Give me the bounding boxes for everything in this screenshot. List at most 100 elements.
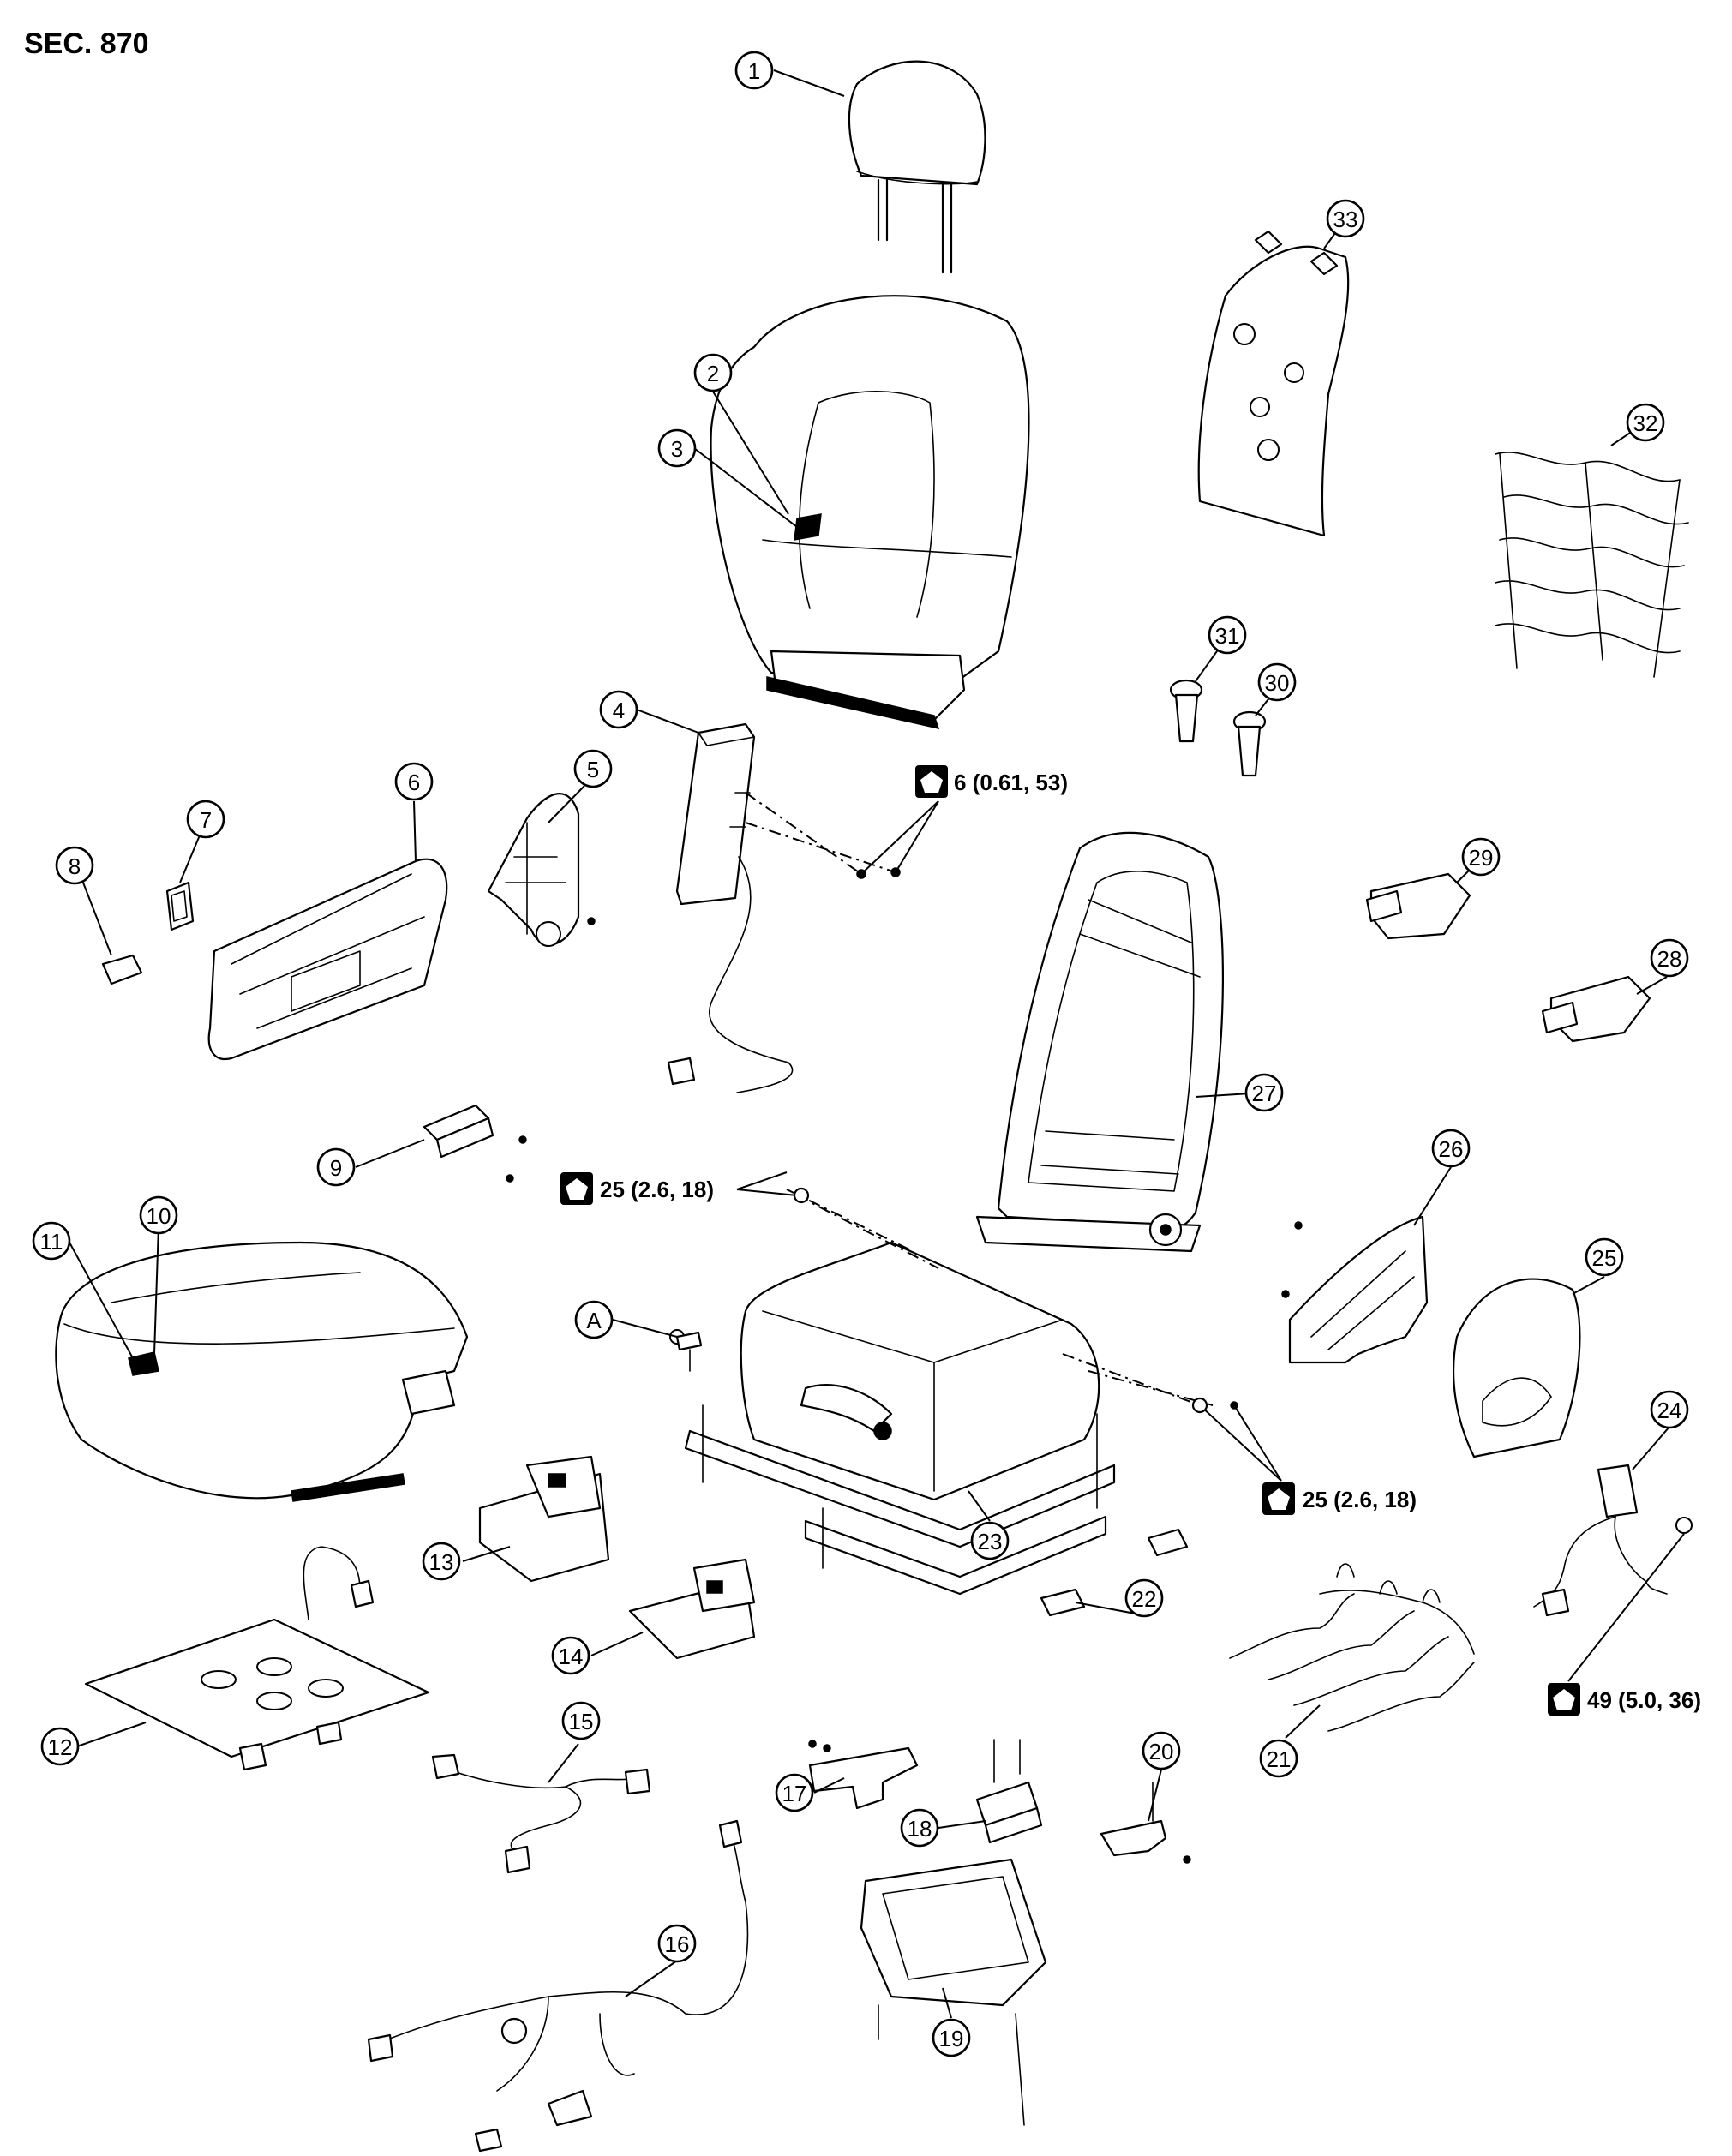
cover-29 xyxy=(1365,872,1471,940)
callout-circle xyxy=(574,1300,614,1339)
seat-cover-lower xyxy=(478,1455,610,1583)
callout-circle xyxy=(1431,1129,1471,1168)
torque-spec-1: 6 (0.61, 53) xyxy=(856,765,1068,879)
callout-circle xyxy=(1650,1390,1689,1429)
section-title: SEC. 870 xyxy=(24,27,149,60)
callout-19: 19 xyxy=(932,2018,971,2057)
callout-circle xyxy=(1257,662,1297,702)
callout-2: 2 xyxy=(693,353,733,392)
callout-label: 27 xyxy=(1252,1081,1277,1106)
callout-circle xyxy=(1208,615,1247,655)
callout-circle xyxy=(932,2018,971,2057)
callout-label: 11 xyxy=(40,1229,63,1255)
torque-wrench-icon xyxy=(566,1178,588,1200)
callout-label: 8 xyxy=(69,853,81,879)
callout-17: 17 xyxy=(775,1773,814,1812)
callout-a: A xyxy=(574,1300,614,1339)
callout-label: 3 xyxy=(671,436,683,462)
callout-22: 22 xyxy=(1124,1578,1164,1618)
callout-circle xyxy=(657,1924,697,1963)
headrest-guide-31 xyxy=(1169,679,1203,743)
seat-side-shield xyxy=(207,858,448,1061)
callout-20: 20 xyxy=(1142,1731,1181,1770)
callout-label: 10 xyxy=(147,1203,171,1229)
callout-circle xyxy=(1326,199,1365,238)
callout-1: 1 xyxy=(734,51,774,90)
callout-14: 14 xyxy=(551,1636,590,1675)
callout-circle xyxy=(1259,1739,1298,1778)
callout-label: 4 xyxy=(613,698,625,723)
bolt-a xyxy=(675,1331,703,1372)
callout-26: 26 xyxy=(1431,1129,1471,1168)
torque-spec-text: 25 (2.6, 18) xyxy=(600,1177,714,1202)
callout-circle xyxy=(139,1195,178,1235)
seatback-pad xyxy=(1197,230,1350,537)
torque-spec-text: 49 (5.0, 36) xyxy=(1587,1687,1701,1713)
bracket-20 xyxy=(1100,1782,1191,1864)
torque-spec-4: 49 (5.0, 36) xyxy=(1548,1533,1701,1716)
callout-circle xyxy=(657,428,697,468)
callout-circle xyxy=(1461,837,1501,877)
seat-cushion-trim xyxy=(55,1241,469,1502)
callout-circle xyxy=(734,51,774,90)
seatback-board xyxy=(1453,1278,1581,1458)
callout-5: 5 xyxy=(573,749,613,788)
callout-31: 31 xyxy=(1208,615,1247,655)
torque-spec-text: 6 (0.61, 53) xyxy=(954,770,1068,795)
callout-label: 30 xyxy=(1265,670,1290,696)
callout-circle xyxy=(1650,938,1689,978)
callout-label: 12 xyxy=(48,1734,73,1760)
callout-9: 9 xyxy=(316,1147,356,1187)
seat-belt-buckle xyxy=(1533,1464,1693,1617)
callout-28: 28 xyxy=(1650,938,1689,978)
torque-wrench-icon xyxy=(920,771,943,793)
callout-15: 15 xyxy=(561,1701,601,1740)
callout-circle xyxy=(561,1701,601,1740)
callout-24: 24 xyxy=(1650,1390,1689,1429)
assembly-dashed-lines xyxy=(745,792,1214,1406)
callout-8: 8 xyxy=(55,846,94,885)
callout-circle xyxy=(693,353,733,392)
seatback-frame xyxy=(975,831,1225,1253)
callout-label: A xyxy=(586,1308,602,1333)
callout-circle xyxy=(316,1147,356,1187)
seat-switch-bracket xyxy=(423,1104,527,1183)
callout-label: 29 xyxy=(1469,845,1494,871)
callout-label: 7 xyxy=(200,807,212,833)
callout-label: 19 xyxy=(939,2026,964,2051)
callout-circle xyxy=(422,1542,461,1581)
torque-spec-text: 25 (2.6, 18) xyxy=(1303,1487,1417,1512)
seat-harness-upper xyxy=(431,1753,651,1874)
callout-leaders xyxy=(68,69,1670,2019)
callout-18: 18 xyxy=(900,1808,939,1848)
callout-30: 30 xyxy=(1257,662,1297,702)
control-unit xyxy=(975,1739,1043,1844)
callout-32: 32 xyxy=(1626,403,1665,442)
seat-knob-small xyxy=(101,954,143,985)
callout-label: 2 xyxy=(707,361,719,386)
callout-12: 12 xyxy=(40,1727,80,1766)
seat-tray xyxy=(860,1858,1047,2126)
callout-circle xyxy=(1626,403,1665,442)
callout-circle xyxy=(970,1521,1010,1560)
callout-circle xyxy=(394,762,434,801)
callout-label: 24 xyxy=(1657,1398,1682,1423)
callout-label: 32 xyxy=(1633,410,1658,436)
callout-11: 11 xyxy=(32,1221,71,1261)
callout-23: 23 xyxy=(970,1521,1010,1560)
callout-circle xyxy=(573,749,613,788)
seat-cover-upper xyxy=(628,1558,756,1660)
torque-spec-3: 25 (2.6, 18) xyxy=(1191,1397,1417,1515)
callout-label: 5 xyxy=(587,757,599,782)
callout-circle xyxy=(1585,1237,1624,1277)
seat-cushion-pad xyxy=(84,1546,430,1771)
callout-label: 25 xyxy=(1592,1245,1617,1271)
callout-33: 33 xyxy=(1326,199,1365,238)
seat-cushion-springs xyxy=(1229,1563,1475,1732)
callout-circle xyxy=(186,800,225,839)
callout-circle xyxy=(1124,1578,1164,1618)
callout-label: 33 xyxy=(1333,207,1358,232)
callout-circle xyxy=(40,1727,80,1766)
